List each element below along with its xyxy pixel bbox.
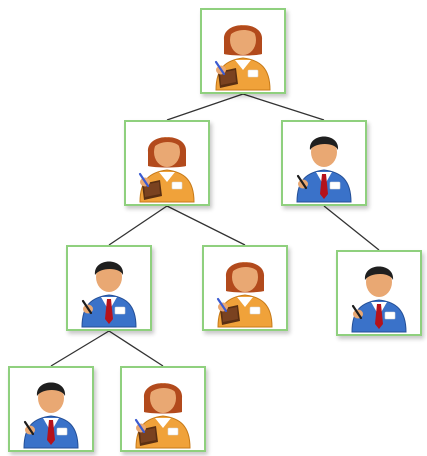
edge-n3-n6 [323,205,380,251]
node-n7 [8,366,94,452]
node-n6 [336,250,422,336]
node-n4 [66,245,152,331]
edge-n4-n7 [50,330,110,367]
edge-n4-n8 [108,330,164,367]
node-n1 [200,8,286,94]
edge-n1-n2 [166,93,244,121]
node-n2 [124,120,210,206]
edge-n1-n3 [242,93,325,121]
node-n8 [120,366,206,452]
node-n3 [281,120,367,206]
edge-n2-n5 [166,205,246,246]
node-n5 [202,245,288,331]
edge-n2-n4 [108,205,168,246]
